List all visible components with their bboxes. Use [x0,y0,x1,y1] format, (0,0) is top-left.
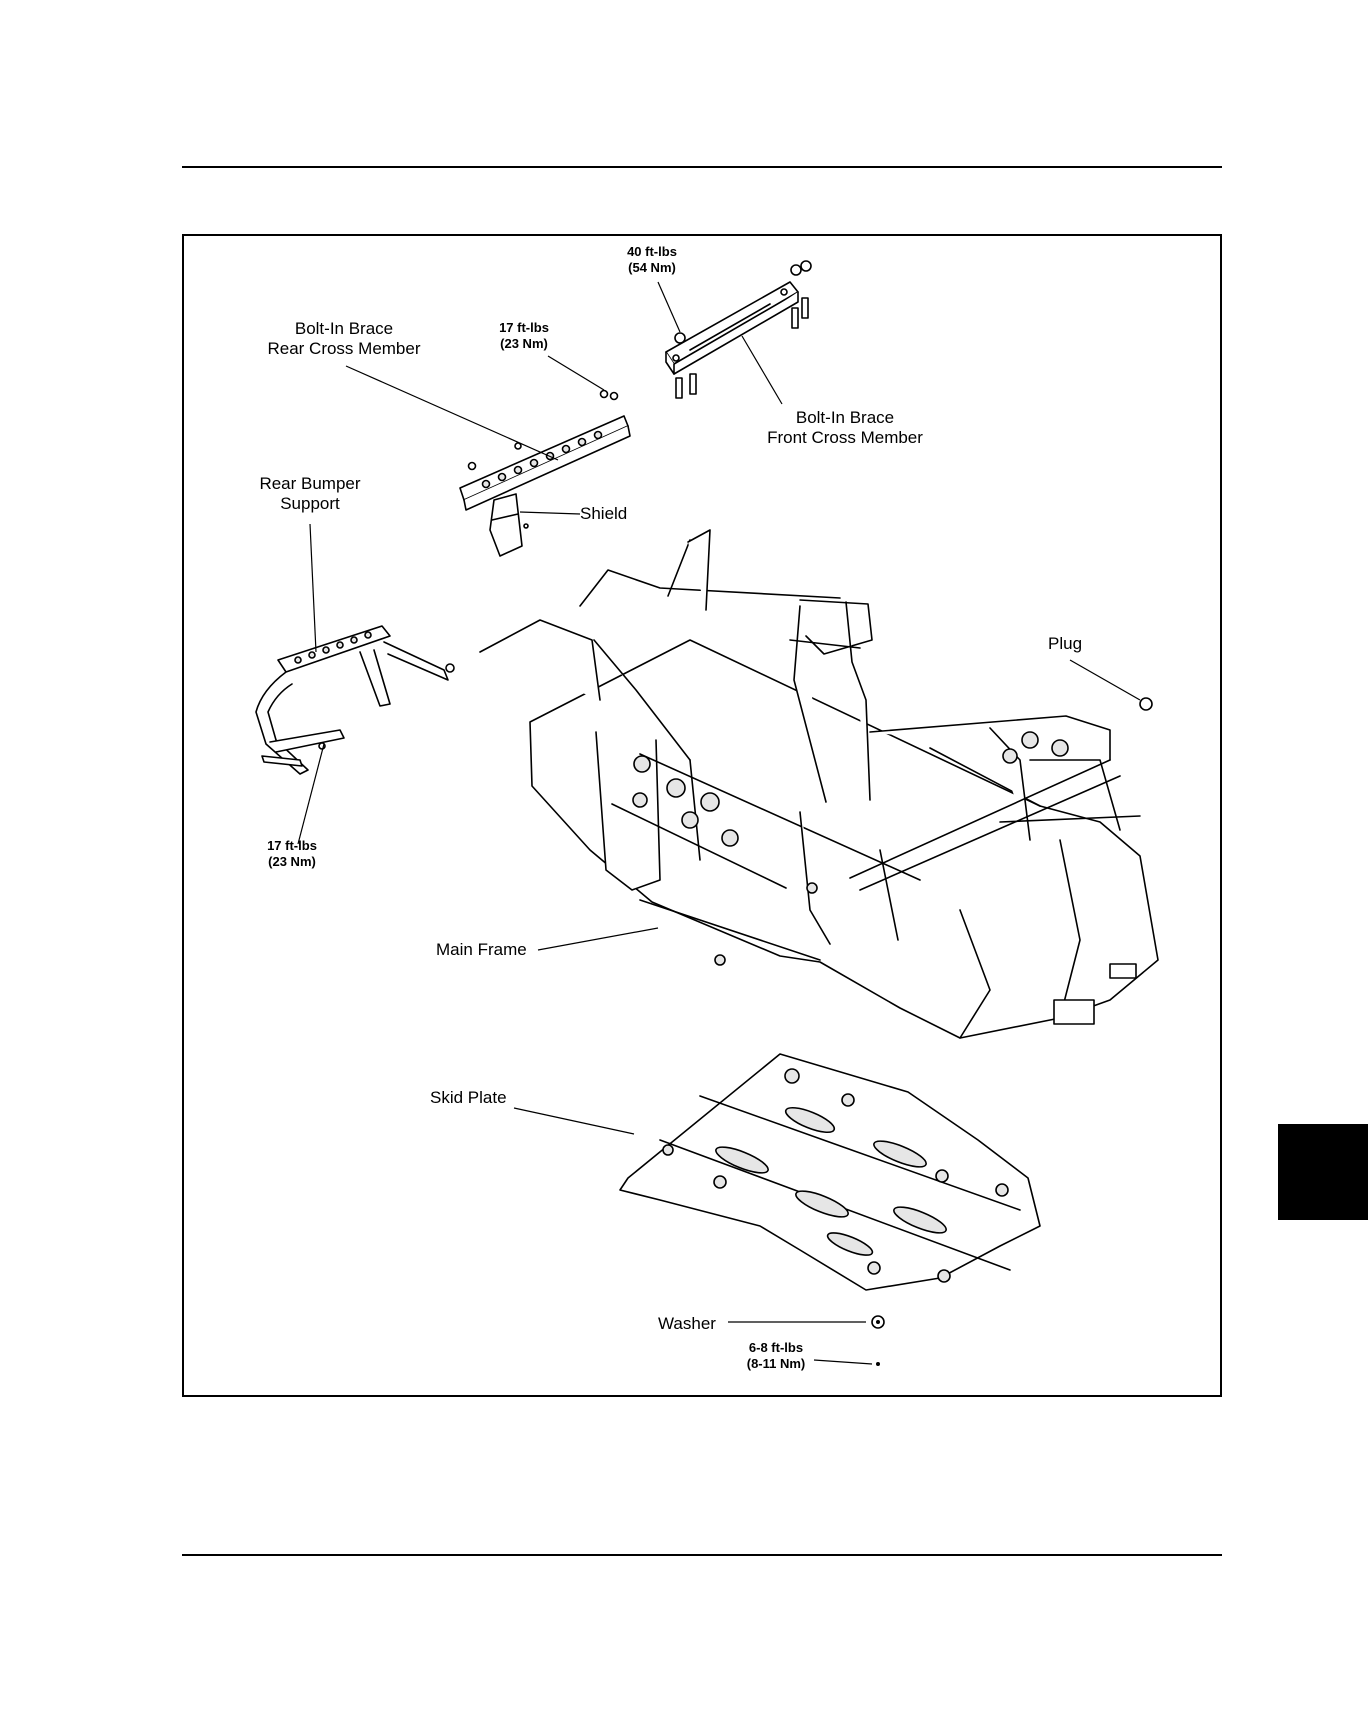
label-washer: Washer [658,1314,716,1334]
rear-cross-member-part [460,391,630,511]
torque-front-brace-nut: 40 ft-lbs (54 Nm) [612,244,692,276]
label-front-cross-member: Bolt-In Brace Front Cross Member [750,408,940,448]
torque-skid-plate-screw: 6-8 ft-lbs (8-11 Nm) [734,1340,818,1372]
main-frame-part [480,530,1158,1038]
label-main-frame: Main Frame [436,940,527,960]
torque-bumper-support-bolt: 17 ft-lbs (23 Nm) [252,838,332,870]
label-plug: Plug [1048,634,1082,654]
shield-part [490,494,528,556]
rear-bumper-support-part [256,626,454,774]
label-rear-cross-member: Bolt-In Brace Rear Cross Member [254,319,434,359]
skid-plate-part [620,1054,1040,1290]
front-cross-member-part [666,261,811,398]
label-skid-plate: Skid Plate [430,1088,507,1108]
label-rear-bumper-support: Rear Bumper Support [240,474,380,514]
torque-rear-brace-bolt: 17 ft-lbs (23 Nm) [484,320,564,352]
skid-plate-screw-part [876,1362,880,1366]
plug-part [1140,698,1152,710]
label-shield: Shield [580,504,627,524]
